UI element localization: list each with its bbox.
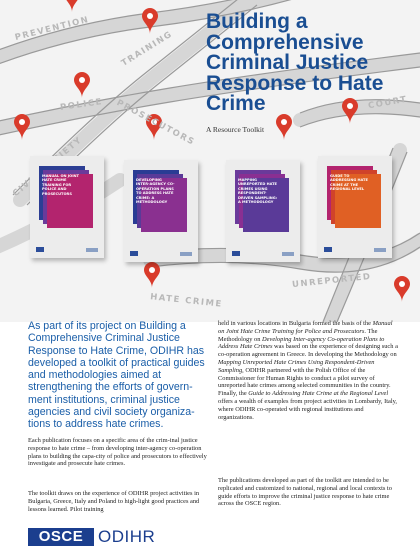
map-pin-icon — [14, 114, 30, 140]
left-paragraph-2: The toolkit draws on the experience of O… — [28, 490, 200, 513]
booklet-title: MAPPING UNREPORTED HATE CRIMES USING RES… — [238, 178, 278, 205]
title-training-manual: Manual on Joint Hate Crime Training for … — [218, 320, 393, 335]
odihr-wordmark: ODIHR — [98, 527, 156, 546]
booklet-cover-layer — [243, 178, 289, 232]
booklet-title: GUIDE TO ADDRESSING HATE CRIME AT THE RE… — [330, 174, 368, 192]
title-cooperation-plans: Developing Inter-agency Co-operation Pla… — [218, 335, 385, 351]
map-pin-icon — [146, 114, 162, 140]
eu-flag-icon — [324, 247, 332, 252]
booklet-cover-layer — [47, 174, 93, 228]
booklet-cooperation-plans: DEVELOPING INTER-AGENCY CO-OPERATION PLA… — [124, 160, 198, 262]
eu-flag-icon — [36, 247, 44, 252]
cover-illustration: PREVENTION TRAINING POLICE PROSECUTORS C… — [0, 0, 420, 322]
map-pin-icon — [66, 0, 78, 12]
booklet-training-manual: MANUAL ON JOINT HATE CRIME TRAINING FOR … — [30, 156, 104, 258]
left-paragraph-1: Each publication focuses on a specific a… — [28, 437, 207, 468]
eu-flag-icon — [130, 251, 138, 256]
title-mapping-unreported: Mapping Unreported Hate Crimes Using Res… — [218, 358, 375, 374]
map-pins — [14, 0, 410, 302]
osce-mini-logo-icon — [374, 248, 386, 252]
intro-paragraph: As part of its project on Building a Com… — [28, 320, 205, 431]
osce-logo: OSCE — [28, 528, 94, 546]
osce-mini-logo-icon — [180, 252, 192, 256]
title-regional-guide: Guide to Addressing Hate Crime at the Re… — [248, 390, 389, 398]
page-subtitle: A Resource Toolkit — [206, 124, 265, 134]
map-pin-icon — [74, 72, 90, 98]
booklet-regional-guide: GUIDE TO ADDRESSING HATE CRIME AT THE RE… — [318, 156, 392, 258]
map-pin-icon — [276, 114, 292, 140]
map-pin-icon — [142, 8, 158, 34]
page-title: Building a Comprehensive Criminal Justic… — [206, 10, 384, 115]
booklet-title: MANUAL ON JOINT HATE CRIME TRAINING FOR … — [42, 174, 79, 196]
title-block: Building a Comprehensive Criminal Justic… — [206, 10, 412, 134]
map-pin-icon — [144, 262, 160, 288]
booklet-cover-layer — [141, 178, 187, 232]
right-paragraph-2: The publications developed as part of th… — [218, 477, 392, 508]
map-pin-icon — [394, 276, 410, 302]
osce-mini-logo-icon — [282, 252, 294, 256]
booklet-cover-layer — [335, 174, 381, 228]
booklet-title: DEVELOPING INTER-AGENCY CO-OPERATION PLA… — [136, 178, 175, 205]
osce-mini-logo-icon — [86, 248, 98, 252]
right-paragraph-1: held in various locations in Bulgaria fo… — [218, 320, 398, 421]
map-pin-icon — [342, 98, 358, 124]
booklet-mapping-unreported: MAPPING UNREPORTED HATE CRIMES USING RES… — [226, 160, 300, 262]
eu-flag-icon — [232, 251, 240, 256]
